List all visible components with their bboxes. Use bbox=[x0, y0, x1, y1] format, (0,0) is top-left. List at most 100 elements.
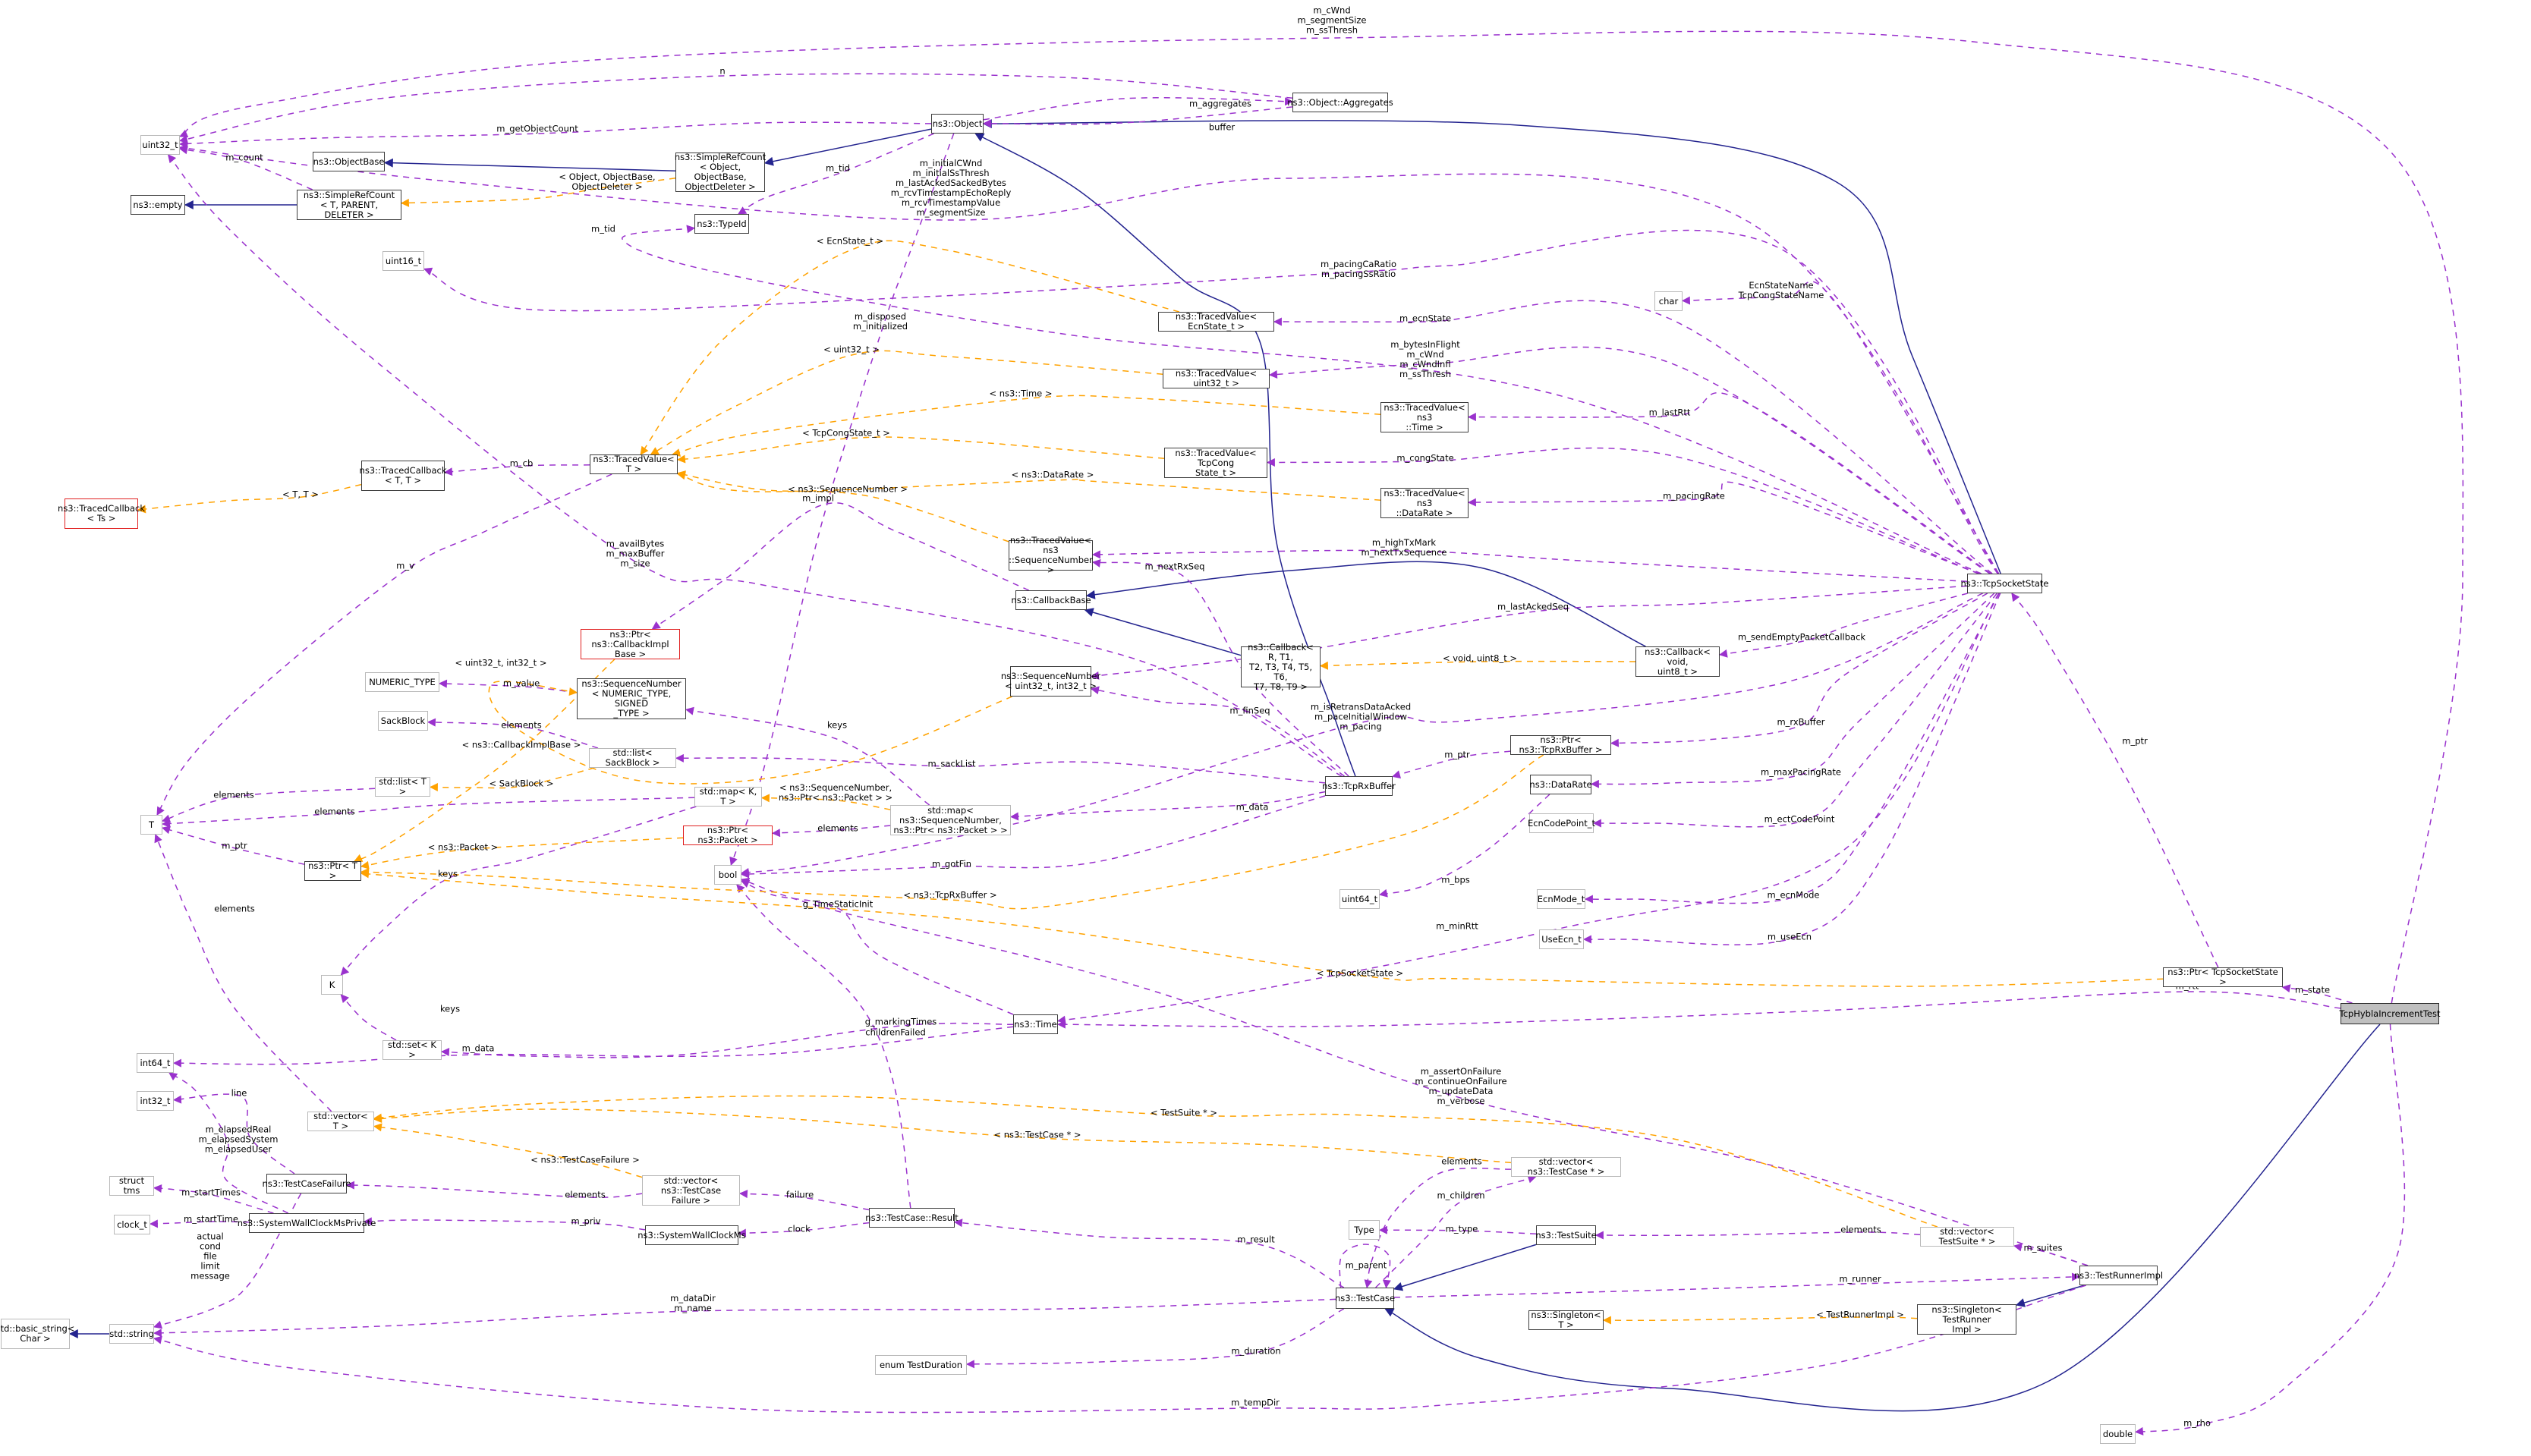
node-ptr_rxbuf[interactable]: ns3::Ptr< ns3::TcpRxBuffer > bbox=[1510, 735, 1611, 755]
edge-runner-string bbox=[153, 1285, 2086, 1414]
node-src_obj[interactable]: ns3::SimpleRefCount < Object, ObjectBase… bbox=[674, 152, 767, 192]
edge-runner-vec_ts bbox=[2013, 1243, 2089, 1266]
node-duration: enum TestDuration bbox=[875, 1355, 967, 1375]
node-cb_void[interactable]: ns3::Callback< void, uint8_t > bbox=[1635, 646, 1720, 677]
edge-result-swcm bbox=[737, 1222, 870, 1237]
node-tv_ecn[interactable]: ns3::TracedValue< EcnState_t > bbox=[1158, 312, 1274, 332]
node-src_t[interactable]: ns3::SimpleRefCount < T, PARENT, DELETER… bbox=[297, 190, 401, 220]
edge-object-src_obj bbox=[763, 128, 932, 166]
node-tc_ts[interactable]: ns3::TracedCallback < Ts > bbox=[58, 498, 145, 529]
node-singleton_t[interactable]: ns3::Singleton< T > bbox=[1528, 1310, 1604, 1330]
node-ecncp: EcnCodePoint_t bbox=[1528, 813, 1595, 833]
node-tv_seq[interactable]: ns3::TracedValue< ns3 ::SequenceNumber > bbox=[1009, 535, 1093, 575]
node-ptr_cbimpl[interactable]: ns3::Ptr< ns3::CallbackImpl Base > bbox=[581, 629, 680, 659]
node-tv_time[interactable]: ns3::TracedValue< ns3 ::Time > bbox=[1380, 402, 1469, 432]
node-tv_u32[interactable]: ns3::TracedValue< uint32_t > bbox=[1163, 369, 1270, 388]
node-tss[interactable]: ns3::TcpSocketState bbox=[1961, 574, 2049, 593]
node-seq_nt[interactable]: ns3::SequenceNumber < NUMERIC_TYPE, SIGN… bbox=[577, 678, 686, 719]
node-tv_t[interactable]: ns3::TracedValue< T > bbox=[590, 454, 678, 474]
node-tv_cong[interactable]: ns3::TracedValue< TcpCong State_t > bbox=[1164, 448, 1267, 478]
node-typeid[interactable]: ns3::TypeId bbox=[694, 214, 749, 234]
node-aggregates[interactable]: ns3::Object::Aggregates bbox=[1287, 93, 1393, 112]
node-datarate[interactable]: ns3::DataRate bbox=[1529, 775, 1592, 794]
node-main[interactable]: TcpHyblaIncrementTest bbox=[2340, 1003, 2440, 1024]
node-ptr_tss[interactable]: ns3::Ptr< TcpSocketState > bbox=[2163, 967, 2283, 987]
node-int64: int64_t bbox=[137, 1053, 174, 1073]
node-tc_tt[interactable]: ns3::TracedCallback < T, T > bbox=[360, 461, 446, 491]
edge-swcmp-tms bbox=[153, 1184, 274, 1214]
edge-set_k-K bbox=[340, 994, 397, 1041]
node-singleton_tri[interactable]: ns3::Singleton< TestRunner Impl > bbox=[1917, 1304, 2016, 1335]
edge-map_kt-T bbox=[161, 797, 695, 828]
edge-tc_tt-tc_ts bbox=[137, 483, 362, 514]
edge-ptr_rxbuf-rxbuf bbox=[1391, 750, 1511, 779]
edge-tss-tv_cong bbox=[1266, 447, 1979, 574]
edge-rxbuf-tv_seq bbox=[1091, 558, 1349, 777]
node-uint16: uint16_t bbox=[382, 251, 424, 271]
node-double: double bbox=[2100, 1424, 2136, 1444]
edge-vec_tcf-tcf bbox=[345, 1181, 643, 1198]
edge-seq_u32-seq_nt bbox=[488, 681, 1012, 785]
edge-tss-uint32 bbox=[178, 144, 1998, 574]
edge-list_t-T bbox=[161, 788, 376, 823]
edge-cb_r-cbbase bbox=[1084, 608, 1242, 656]
edge-time-int64 bbox=[172, 1026, 1014, 1068]
node-vec_t: std::vector< T > bbox=[307, 1112, 374, 1131]
node-testsuite[interactable]: ns3::TestSuite bbox=[1535, 1225, 1597, 1245]
node-time[interactable]: ns3::Time bbox=[1013, 1014, 1058, 1034]
edge-object-typeid bbox=[737, 133, 934, 215]
edge-src_obj-objectbase bbox=[383, 158, 676, 172]
node-map_seq: std::map< ns3::SequenceNumber, ns3::Ptr<… bbox=[890, 805, 1011, 835]
edge-testsuite-testcase bbox=[1393, 1244, 1537, 1291]
node-rxbuf[interactable]: ns3::TcpRxBuffer bbox=[1322, 776, 1396, 796]
edge-testcase-duration bbox=[965, 1308, 1345, 1369]
edge-aggregates-object bbox=[982, 106, 1293, 128]
node-cb_r[interactable]: ns3::Callback< R, T1, T2, T3, T4, T5, T6… bbox=[1241, 642, 1321, 691]
edge-tss-char bbox=[1681, 281, 2000, 574]
node-cbbase[interactable]: ns3::CallbackBase bbox=[1011, 590, 1091, 610]
node-seq_u32[interactable]: ns3::SequenceNumber < uint32_t, int32_t … bbox=[1001, 666, 1100, 697]
node-runner[interactable]: ns3::TestRunnerImpl bbox=[2074, 1266, 2163, 1285]
edge-singleton_tri-singleton_t bbox=[1602, 1316, 1918, 1325]
edge-rxbuf-object bbox=[974, 133, 1356, 777]
node-set_k: std::set< K > bbox=[382, 1040, 442, 1060]
node-ptr_t[interactable]: ns3::Ptr< T > bbox=[304, 861, 361, 881]
edge-tss-bool bbox=[740, 593, 1983, 876]
node-swcm[interactable]: ns3::SystemWallClockMs bbox=[637, 1225, 746, 1245]
node-tms: struct tms bbox=[109, 1176, 154, 1196]
edge-ptr_t-T bbox=[161, 825, 305, 865]
node-sackblock: SackBlock bbox=[378, 711, 428, 731]
edge-map_seq-seq_nt bbox=[685, 706, 930, 806]
node-swcmp[interactable]: ns3::SystemWallClockMsPrivate bbox=[238, 1213, 376, 1233]
node-useecn: UseEcn_t bbox=[1539, 929, 1584, 949]
edge-tv_u32-tv_t bbox=[650, 350, 1163, 455]
edge-result-vec_tcf bbox=[738, 1190, 870, 1211]
edge-time-set_k bbox=[440, 1022, 1014, 1058]
node-uint32: uint32_t bbox=[140, 135, 180, 155]
edge-vec_tcf-vec_t bbox=[373, 1123, 643, 1178]
node-objectbase[interactable]: ns3::ObjectBase bbox=[313, 152, 385, 171]
node-empty[interactable]: ns3::empty bbox=[131, 195, 185, 215]
node-T: T bbox=[140, 815, 162, 835]
edge-cb_void-cb_r bbox=[1319, 660, 1636, 670]
node-clock_t: clock_t bbox=[114, 1215, 150, 1234]
edge-vec_ts-vec_t bbox=[373, 1095, 1938, 1228]
node-list_sack: std::list< SackBlock > bbox=[589, 748, 676, 768]
edge-tss-typeid bbox=[622, 225, 1982, 574]
node-bstring: std::basic_string< Char > bbox=[0, 1319, 74, 1349]
edge-main-double bbox=[2134, 1024, 2406, 1436]
node-ecnmode: EcnMode_t bbox=[1537, 889, 1585, 909]
edge-vec_ts-testsuite bbox=[1594, 1231, 1921, 1240]
node-testcase[interactable]: ns3::TestCase bbox=[1335, 1288, 1395, 1309]
edge-tss-datarate bbox=[1590, 593, 1995, 788]
edge-runner-singleton_tri bbox=[2015, 1285, 2085, 1307]
node-tv_rate[interactable]: ns3::TracedValue< ns3 ::DataRate > bbox=[1380, 488, 1469, 518]
node-object[interactable]: ns3::Object bbox=[931, 114, 984, 134]
edge-tss-ecncp bbox=[1592, 593, 1997, 828]
node-string: std::string bbox=[109, 1324, 154, 1344]
node-ptr_packet[interactable]: ns3::Ptr< ns3::Packet > bbox=[683, 825, 773, 845]
edge-list_sack-sackblock bbox=[427, 718, 599, 749]
node-tcf[interactable]: ns3::TestCaseFailure bbox=[263, 1174, 351, 1193]
node-vec_tc: std::vector< ns3::TestCase * > bbox=[1511, 1157, 1621, 1177]
node-result[interactable]: ns3::TestCase::Result bbox=[865, 1208, 959, 1228]
